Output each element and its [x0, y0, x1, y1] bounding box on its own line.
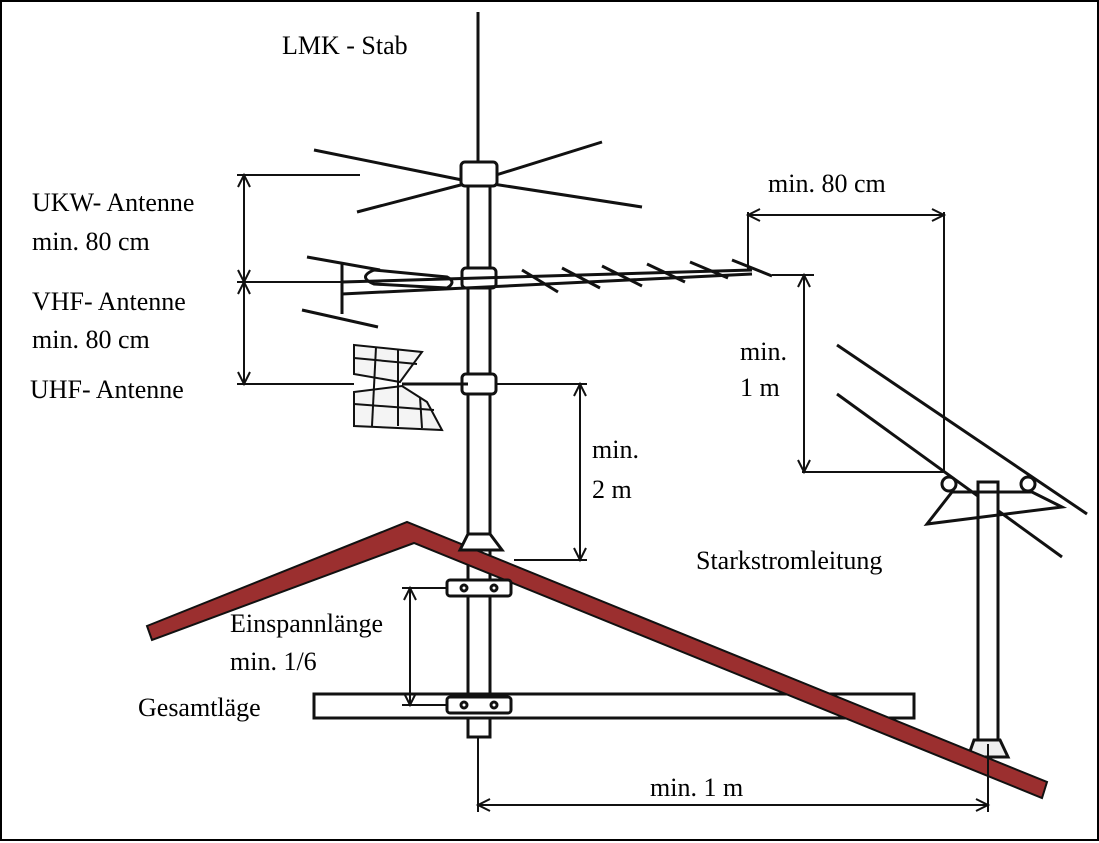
- lmk-cross-antenna: [313, 140, 643, 214]
- power-line-label: Starkstromleitung: [696, 546, 883, 575]
- min-1m-label-line1: min.: [740, 337, 787, 366]
- ukw-distance-label: min. 80 cm: [32, 227, 150, 256]
- top-80cm-label: min. 80 cm: [768, 169, 886, 198]
- roof: [145, 520, 1049, 800]
- min-1m-vertical-dimension: [772, 272, 944, 475]
- power-line-pole: [836, 343, 1088, 759]
- clamp-length-label: Einspannlänge: [230, 609, 384, 638]
- ukw-antenna-label: UKW- Antenne: [32, 188, 195, 217]
- min-2m-label-line2: 2 m: [592, 475, 632, 504]
- uhf-antenna-label: UHF- Antenne: [30, 375, 184, 404]
- uhf-grid-antenna: [353, 343, 468, 432]
- min-2m-dimension: [496, 381, 587, 563]
- min-2m-label-line1: min.: [592, 435, 639, 464]
- lmk-rod-label: LMK - Stab: [282, 31, 408, 60]
- mast-clamps: [445, 532, 513, 715]
- vhf-distance-label: min. 80 cm: [32, 325, 150, 354]
- bottom-1m-label: min. 1 m: [650, 773, 744, 802]
- min-1m-label-line2: 1 m: [740, 373, 780, 402]
- vhf-antenna-label: VHF- Antenne: [32, 287, 186, 316]
- main-mast: [459, 160, 499, 739]
- yagi-antenna: [301, 255, 773, 329]
- top-80cm-dimension: [745, 208, 947, 472]
- left-dimension-lines: [237, 172, 360, 387]
- clamp-ratio-label: min. 1/6: [230, 647, 317, 676]
- total-length-label: Gesamtläge: [138, 693, 261, 722]
- clamp-length-dimension: [402, 585, 447, 708]
- bottom-1m-dimension: [475, 737, 991, 812]
